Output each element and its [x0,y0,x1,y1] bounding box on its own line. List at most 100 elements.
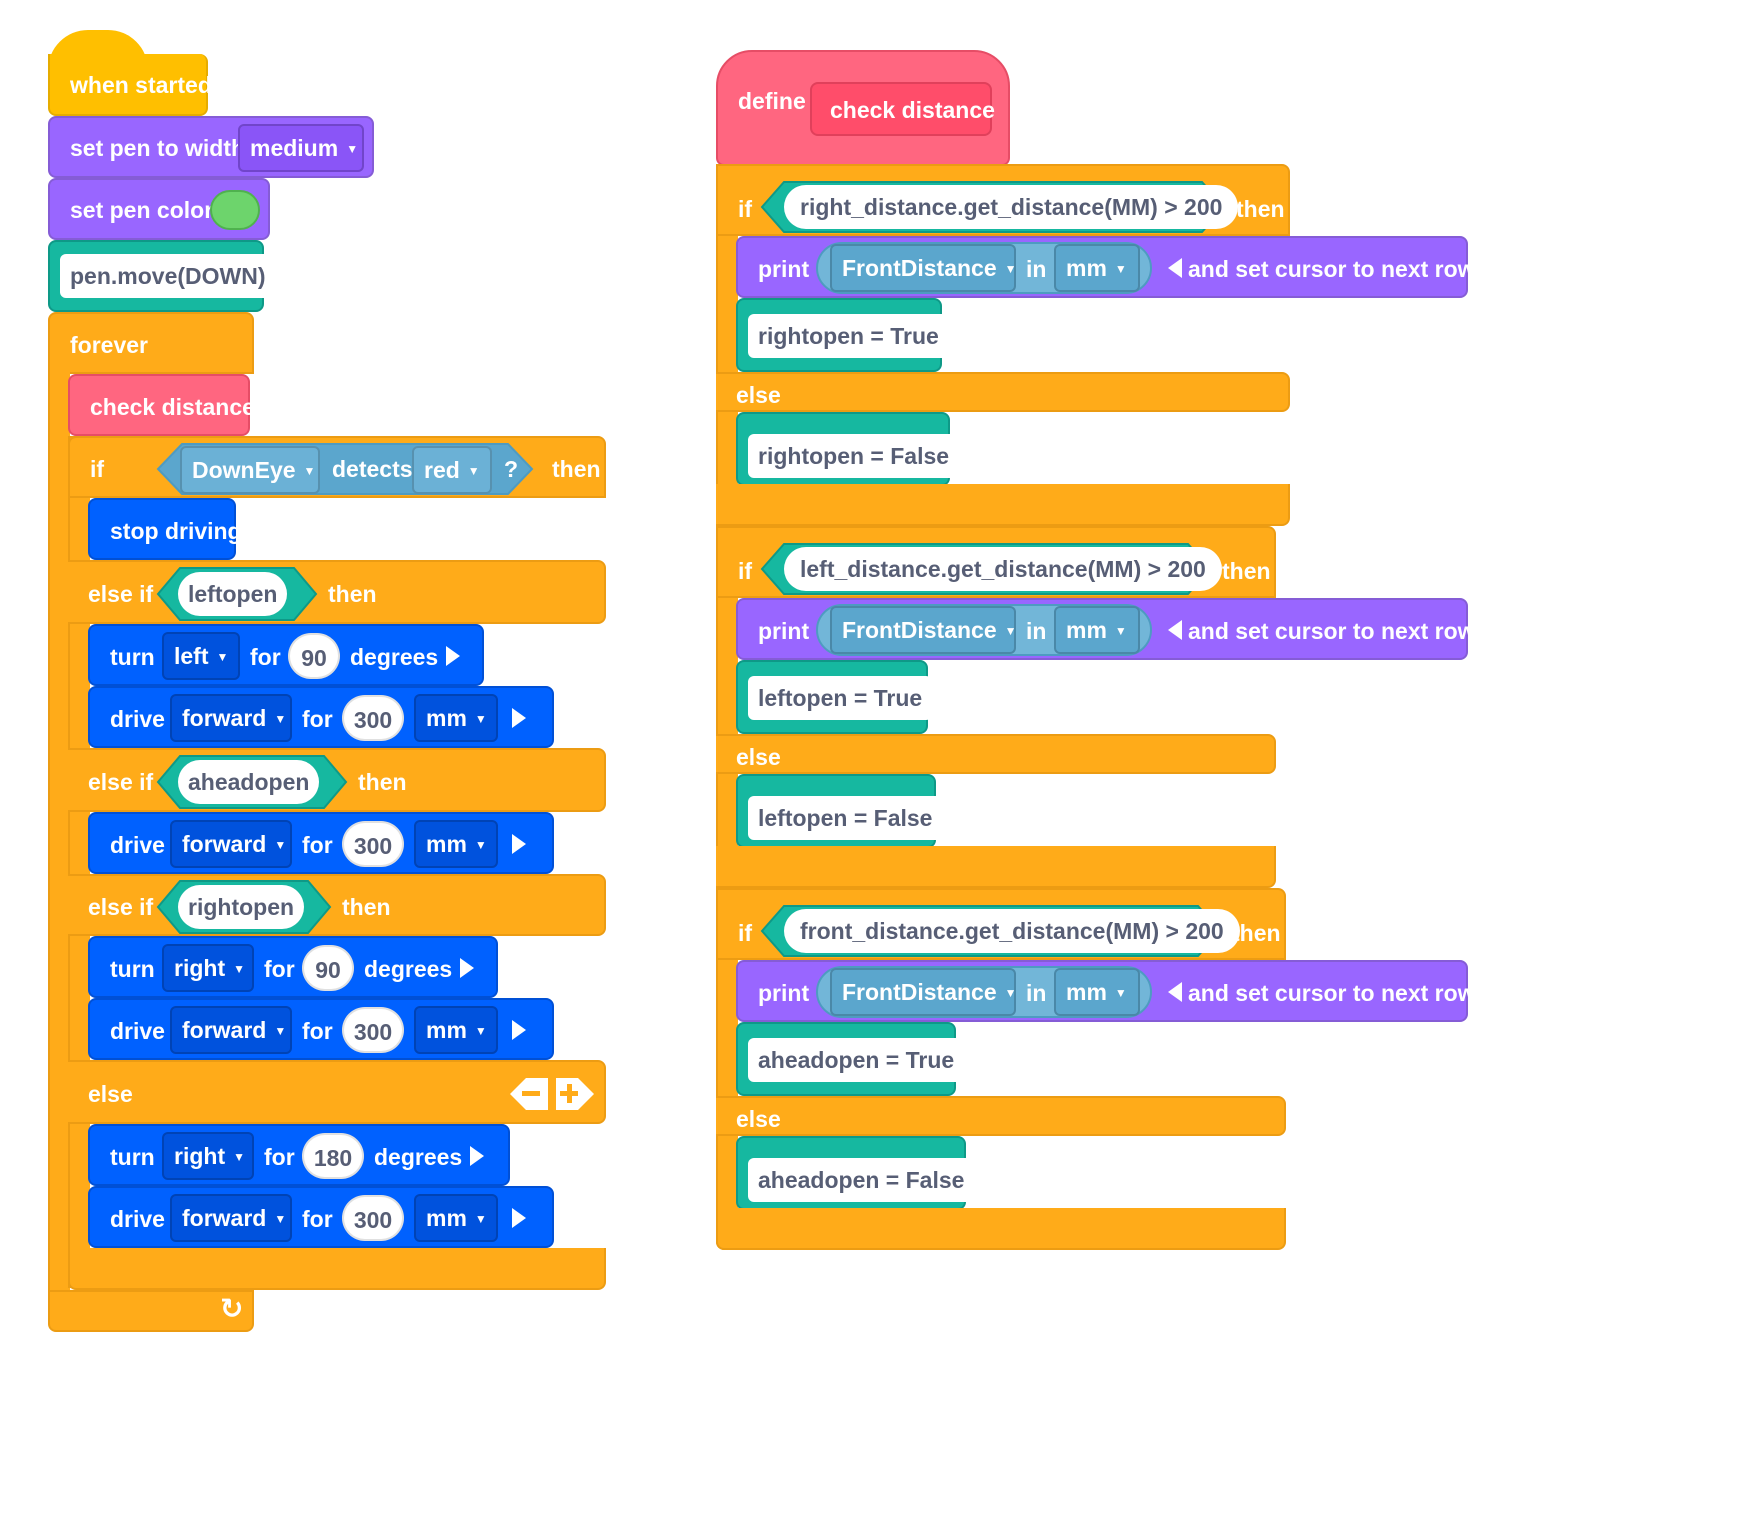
if-block-header[interactable]: if DownEye▼ detects red▼ ? then [68,436,606,498]
if-header-0[interactable]: if right_distance.get_distance(MM) > 200… [716,164,1290,236]
set-pen-color-block[interactable]: set pen color [48,178,270,240]
drive-unit-dropdown[interactable]: mm▼ [414,820,498,868]
unit-dropdown[interactable]: mm▼ [1054,968,1140,1016]
aheadopen-field[interactable]: aheadopen [178,760,320,804]
when-started-block[interactable]: when started [48,54,212,116]
sensor-dropdown[interactable]: FrontDistance▼ [830,968,1017,1016]
aheadopen-condition[interactable]: aheadopen [156,754,348,810]
play-icon[interactable] [512,1208,526,1228]
drive-forward-block-4[interactable]: drive forward▼ for 300 mm▼ [88,1186,554,1248]
turn-direction-dropdown[interactable]: right▼ [162,944,254,992]
pen-width-dropdown[interactable]: medium▼ [238,124,364,172]
play-icon[interactable] [512,1020,526,1040]
pen-color-swatch[interactable] [210,190,260,230]
pen-move-block[interactable]: pen.move(DOWN) [48,240,276,312]
play-icon[interactable] [446,646,460,666]
assign-true-field-0[interactable]: rightopen = True [748,314,949,358]
rightopen-field[interactable]: rightopen [178,885,305,929]
play-icon[interactable] [470,1146,484,1166]
pen-move-field[interactable]: pen.move(DOWN) [60,254,276,298]
if-header-2[interactable]: if front_distance.get_distance(MM) > 200… [716,888,1286,960]
elseif-leftopen-row[interactable]: else if leftopen then [68,560,606,624]
collapse-icon[interactable] [1168,982,1182,1002]
drive-forward-block-3[interactable]: drive forward▼ for 300 mm▼ [88,998,554,1060]
assign-true-block-2[interactable]: aheadopen = True [736,1022,965,1096]
assign-false-block-1[interactable]: leftopen = False [736,774,943,848]
sensor-dropdown[interactable]: FrontDistance▼ [830,244,1017,292]
drive-distance-input[interactable]: 300 [342,821,404,867]
if-header-1[interactable]: if left_distance.get_distance(MM) > 200 … [716,526,1276,598]
distance-reporter-1[interactable]: FrontDistance▼ in mm▼ [816,604,1152,656]
drive-direction-dropdown[interactable]: forward▼ [170,1194,292,1242]
else-row-2[interactable]: else [716,1096,1286,1136]
print-block-2[interactable]: print FrontDistance▼ in mm▼ and set curs… [736,960,1476,1022]
play-icon[interactable] [460,958,474,978]
else-row-0[interactable]: else [716,372,1290,412]
drive-unit-dropdown[interactable]: mm▼ [414,694,498,742]
define-name-block[interactable]: check distance [810,82,995,136]
minus-icon[interactable] [508,1076,550,1112]
drive-unit-dropdown[interactable]: mm▼ [414,1006,498,1054]
condition-2[interactable]: front_distance.get_distance(MM) > 200 [760,904,1240,958]
drive-direction-dropdown[interactable]: forward▼ [170,694,292,742]
stop-driving-block[interactable]: stop driving [88,498,242,560]
turn-degrees-input[interactable]: 90 [302,945,354,991]
elseif-rightopen-row[interactable]: else if rightopen then [68,874,606,936]
unit-dropdown[interactable]: mm▼ [1054,606,1140,654]
print-block-1[interactable]: print FrontDistance▼ in mm▼ and set curs… [736,598,1476,660]
assign-false-block-0[interactable]: rightopen = False [736,412,960,486]
collapse-icon[interactable] [1168,258,1182,278]
assign-true-block-0[interactable]: rightopen = True [736,298,949,372]
condition-field-2[interactable]: front_distance.get_distance(MM) > 200 [784,909,1240,953]
turn-degrees-input[interactable]: 180 [302,1133,364,1179]
forever-block-top[interactable]: forever [48,312,254,374]
drive-unit-dropdown[interactable]: mm▼ [414,1194,498,1242]
else-row-1[interactable]: else [716,734,1276,774]
drive-direction-dropdown[interactable]: forward▼ [170,820,292,868]
condition-1[interactable]: left_distance.get_distance(MM) > 200 [760,542,1222,596]
call-check-distance-block[interactable]: check distance [68,374,255,436]
assign-false-field-0[interactable]: rightopen = False [748,434,960,478]
detects-condition[interactable]: DownEye▼ detects red▼ ? [156,442,534,496]
print-block-0[interactable]: print FrontDistance▼ in mm▼ and set curs… [736,236,1476,298]
leftopen-condition[interactable]: leftopen [156,566,318,622]
condition-field-1[interactable]: left_distance.get_distance(MM) > 200 [784,547,1222,591]
turn-degrees-input[interactable]: 90 [288,633,340,679]
assign-true-block-1[interactable]: leftopen = True [736,660,933,734]
distance-reporter-0[interactable]: FrontDistance▼ in mm▼ [816,242,1152,294]
assign-false-field-1[interactable]: leftopen = False [748,796,943,840]
drive-distance-input[interactable]: 300 [342,1007,404,1053]
assign-true-field-1[interactable]: leftopen = True [748,676,933,720]
leftopen-field[interactable]: leftopen [178,572,288,616]
play-icon[interactable] [512,708,526,728]
distance-reporter-2[interactable]: FrontDistance▼ in mm▼ [816,966,1152,1018]
elseif-aheadopen-row[interactable]: else if aheadopen then [68,748,606,812]
drive-direction-dropdown[interactable]: forward▼ [170,1006,292,1054]
set-pen-width-block[interactable]: set pen to width medium▼ [48,116,374,178]
condition-0[interactable]: right_distance.get_distance(MM) > 200 [760,180,1239,234]
sensor-dropdown[interactable]: FrontDistance▼ [830,606,1017,654]
color-dropdown[interactable]: red▼ [412,446,492,494]
condition-field-0[interactable]: right_distance.get_distance(MM) > 200 [784,185,1239,229]
sensor-dropdown[interactable]: DownEye▼ [180,446,320,494]
unit-dropdown[interactable]: mm▼ [1054,244,1140,292]
else-row[interactable]: else [68,1060,606,1124]
plus-icon[interactable] [554,1076,596,1112]
assign-false-block-2[interactable]: aheadopen = False [736,1136,975,1210]
drive-forward-block-2[interactable]: drive forward▼ for 300 mm▼ [88,812,554,874]
drive-distance-input[interactable]: 300 [342,1195,404,1241]
turn-right-block-1[interactable]: turn right▼ for 90 degrees [88,936,498,998]
assign-false-field-2[interactable]: aheadopen = False [748,1158,975,1202]
define-block[interactable]: define check distance [716,50,1010,166]
rightopen-condition[interactable]: rightopen [156,879,332,935]
assign-true-field-2[interactable]: aheadopen = True [748,1038,965,1082]
forever-block-bottom[interactable]: ↻ [48,1290,254,1332]
turn-direction-dropdown[interactable]: left▼ [162,632,240,680]
collapse-icon[interactable] [1168,620,1182,640]
drive-distance-input[interactable]: 300 [342,695,404,741]
play-icon[interactable] [512,834,526,854]
turn-left-block[interactable]: turn left▼ for 90 degrees [88,624,484,686]
turn-direction-dropdown[interactable]: right▼ [162,1132,254,1180]
turn-right-block-2[interactable]: turn right▼ for 180 degrees [88,1124,510,1186]
